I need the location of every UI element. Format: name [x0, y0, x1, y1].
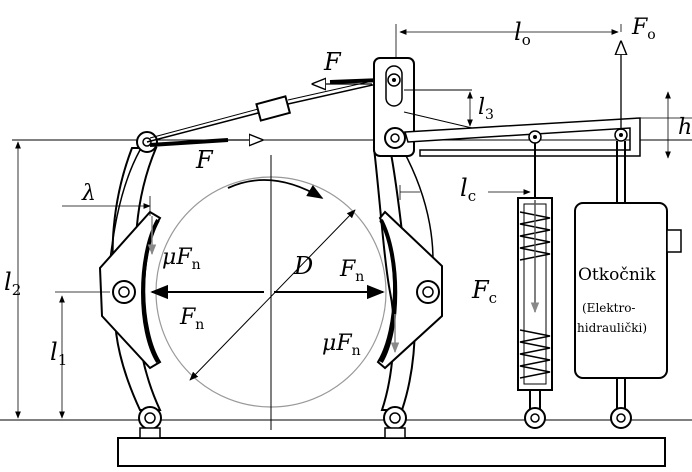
spring-assembly — [517, 143, 553, 429]
actuator-sublabel-2: hidraulički) — [577, 321, 647, 335]
actuator-label: Otkočnik — [578, 265, 656, 285]
bottom-right-pivot — [383, 406, 407, 439]
label-l2: l2 — [4, 268, 21, 299]
diameter-line — [189, 209, 356, 381]
label-force-F-left: F — [195, 146, 214, 174]
label-h: h — [678, 115, 692, 140]
main-lever — [404, 117, 641, 157]
rotation-arrow — [227, 179, 324, 199]
label-muFn-left: μFn — [162, 245, 201, 273]
label-force-F-top: F — [323, 48, 342, 76]
lever-actuator-pin — [614, 128, 628, 142]
right-lining — [379, 219, 398, 364]
bottom-left-pivot — [138, 406, 162, 439]
bell-crank-block — [373, 57, 415, 157]
label-Fn-right: Fn — [339, 257, 364, 285]
right-shoe-pin — [416, 280, 440, 304]
label-Fc: Fc — [471, 276, 497, 307]
left-shoe-pin — [112, 280, 136, 304]
actuator — [574, 141, 682, 429]
actuator-sublabel-1: (Elektro- — [582, 301, 636, 315]
label-Fn-left: Fn — [179, 305, 204, 333]
label-l3: l3 — [478, 95, 494, 123]
label-muFn-right: μFn — [322, 331, 361, 359]
label-diameter-D: D — [293, 252, 313, 280]
lever-spring-pin — [528, 130, 542, 144]
base-plate — [117, 437, 666, 467]
turnbuckle — [255, 95, 292, 122]
label-lo: lo — [514, 18, 531, 49]
label-lc: lc — [460, 174, 476, 205]
label-Fo: Fo — [631, 15, 656, 43]
label-lambda: λ — [81, 181, 96, 206]
top-right-pivot — [384, 127, 406, 149]
label-l1: l1 — [50, 338, 67, 369]
